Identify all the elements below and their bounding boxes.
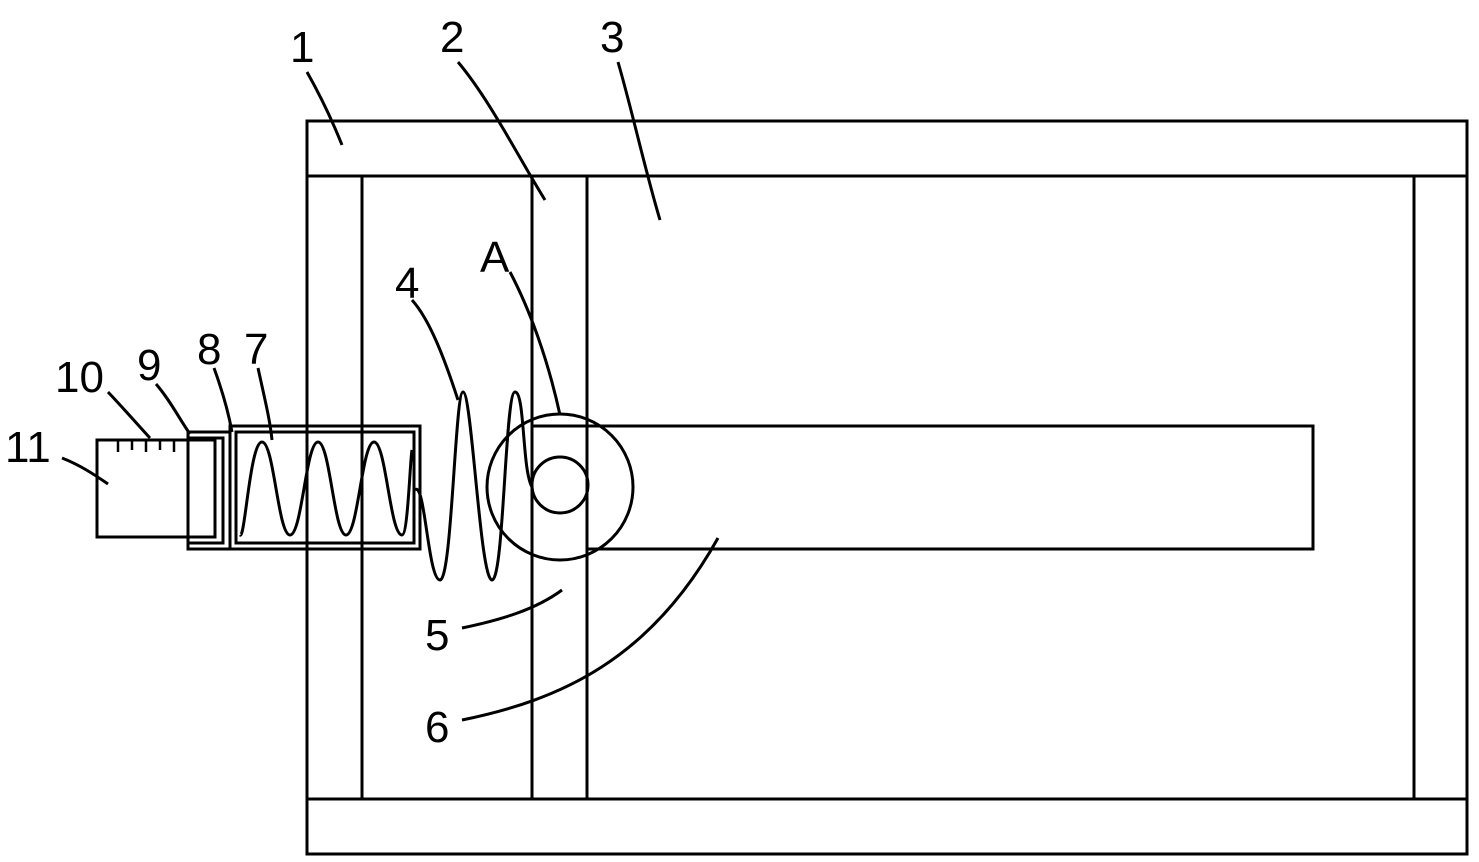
housing — [305, 119, 1469, 856]
callout-5: 5 — [425, 611, 449, 660]
thread-marks — [116, 440, 176, 452]
callouts: 1 2 3 4 5 6 7 8 9 10 11 A — [5, 13, 624, 752]
housing-left-wall — [305, 174, 364, 801]
leader-6 — [461, 537, 720, 722]
callout-11: 11 — [5, 423, 51, 472]
leader-10 — [106, 390, 152, 440]
knob — [95, 438, 217, 539]
partition — [530, 174, 589, 428]
housing-right-wall — [1412, 174, 1469, 801]
leader-8 — [212, 367, 234, 433]
housing-bottom-wall — [305, 797, 1469, 856]
callout-4: 4 — [395, 259, 419, 308]
large-spring — [413, 390, 534, 582]
callout-3: 3 — [600, 13, 624, 62]
leader-A — [508, 271, 562, 416]
callout-9: 9 — [137, 341, 161, 390]
leader-7 — [256, 367, 274, 441]
leader-lines — [61, 61, 720, 722]
small-spring — [238, 440, 414, 537]
callout-7: 7 — [244, 325, 268, 374]
filler-block — [585, 174, 1416, 801]
leader-9 — [154, 383, 192, 435]
rod — [585, 424, 1315, 551]
sliding-plate — [530, 424, 589, 801]
pivot-pin — [530, 455, 590, 515]
callout-10: 10 — [55, 353, 104, 402]
leader-1 — [305, 71, 344, 146]
leader-5 — [461, 588, 563, 630]
callout-6: 6 — [425, 703, 449, 752]
leader-4 — [410, 298, 460, 401]
sleeve-inner — [186, 436, 225, 545]
callout-8: 8 — [197, 325, 221, 374]
callout-2: 2 — [440, 13, 464, 62]
leader-11 — [61, 456, 109, 486]
leader-3 — [616, 61, 662, 221]
leader-2 — [456, 61, 547, 201]
housing-top-wall — [305, 119, 1469, 178]
callout-1: 1 — [290, 23, 314, 72]
callout-A: A — [480, 233, 510, 282]
spring-tube-inner — [234, 430, 416, 545]
